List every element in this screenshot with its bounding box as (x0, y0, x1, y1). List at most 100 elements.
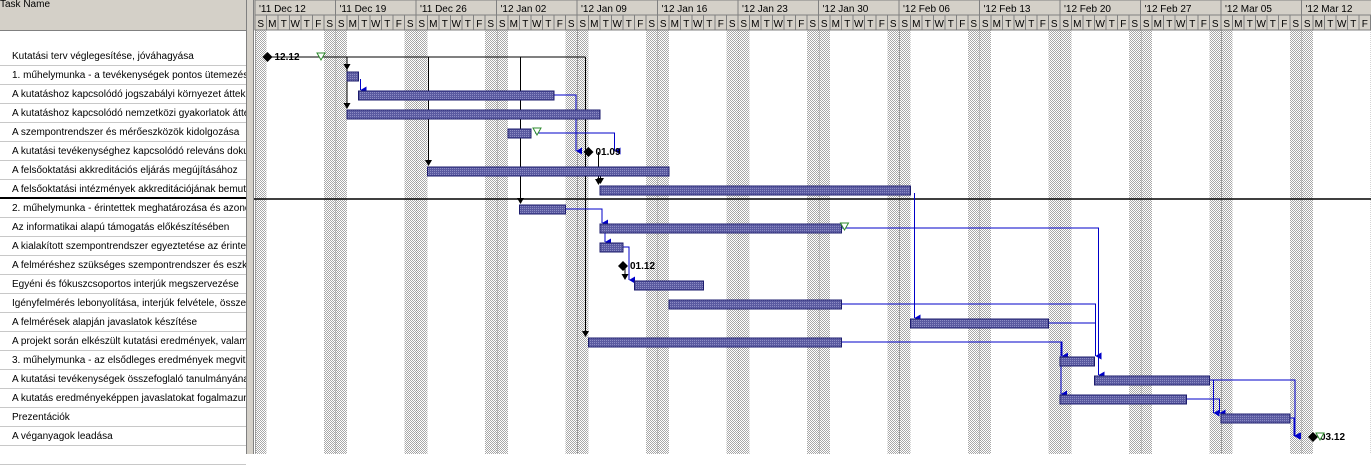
nonworking-day-shading (1221, 30, 1233, 454)
timescale-day-label: W (774, 19, 784, 30)
task-row[interactable]: A kialakított szempontrendszer egyezteté… (0, 238, 246, 256)
task-bar[interactable] (428, 167, 670, 176)
timescale-day-label: F (718, 19, 724, 30)
task-row[interactable]: A projekt során elkészült kutatási eredm… (0, 333, 246, 351)
milestone-label: 12.12 (275, 52, 300, 63)
nonworking-day-shading (1141, 30, 1153, 454)
timescale-day-label: F (879, 19, 885, 30)
timescale-day-label: W (371, 19, 381, 30)
task-row[interactable]: A felméréshez szükséges szempontrendszer… (0, 257, 246, 275)
nonworking-day-shading (1290, 30, 1302, 454)
nonworking-day-shading (1129, 30, 1141, 454)
timescale-day-label: M (349, 19, 357, 30)
task-row[interactable]: A kutatási tevékenységhez kapcsolódó rel… (0, 143, 246, 161)
task-bar[interactable] (589, 338, 842, 347)
task-row[interactable]: Kutatási terv véglegesítése, jóváhagyása (0, 48, 246, 66)
timescale-day-label: F (557, 19, 563, 30)
timescale-day-label: S (982, 19, 989, 30)
timescale-day-label: S (326, 19, 333, 30)
pane-splitter[interactable] (246, 0, 254, 454)
task-bar[interactable] (508, 129, 531, 138)
timescale-day-label: T (522, 19, 528, 30)
dependency-arrowhead (622, 274, 629, 280)
milestone-label: 01.12 (630, 261, 655, 272)
nonworking-day-shading (1302, 30, 1314, 454)
timescale-week-label: '12 Jan 02 (501, 4, 547, 15)
milestone-diamond[interactable] (618, 261, 628, 271)
timescale-day-label: T (948, 19, 954, 30)
nonworking-day-shading (577, 30, 589, 454)
task-row[interactable]: A kutatási tevékenységek összefoglaló ta… (0, 371, 246, 389)
timescale-day-label: W (1257, 19, 1267, 30)
timescale-day-label: S (821, 19, 828, 30)
task-row[interactable]: A kutatáshoz kapcsolódó jogszabályi körn… (0, 86, 246, 104)
timescale-day-label: T (787, 19, 793, 30)
timescale-day-label: F (637, 19, 643, 30)
task-row[interactable]: Az informatikai alapú támogatás előkészí… (0, 219, 246, 237)
task-bar[interactable] (347, 110, 600, 119)
task-row[interactable]: 2. műhelymunka - érintettek meghatározás… (0, 200, 246, 218)
timescale-day-label: M (993, 19, 1001, 30)
timescale-day-label: S (1051, 19, 1058, 30)
task-row[interactable]: A szempontrendszer és mérőeszközök kidol… (0, 124, 246, 142)
timescale-day-label: S (729, 19, 736, 30)
timescale-day-label: S (1223, 19, 1230, 30)
task-bar[interactable] (1060, 357, 1095, 366)
nonworking-day-shading (1060, 30, 1072, 454)
milestone-label: 01.09 (596, 147, 621, 158)
timescale-day-label: T (1189, 19, 1195, 30)
task-bar[interactable] (600, 186, 911, 195)
nonworking-day-shading (658, 30, 670, 454)
timescale-day-label: S (740, 19, 747, 30)
timescale-day-label: M (912, 19, 920, 30)
task-bar[interactable] (1095, 376, 1210, 385)
timescale-day-label: F (1362, 19, 1368, 30)
timescale-day-label: T (465, 19, 471, 30)
task-bar[interactable] (1221, 414, 1290, 423)
timescale-day-label: W (291, 19, 301, 30)
task-bar[interactable] (635, 281, 704, 290)
task-row[interactable]: A felmérések alapján javaslatok készítés… (0, 314, 246, 332)
task-row[interactable]: A kutatáshoz kapcsolódó nemzetközi gyako… (0, 105, 246, 123)
timescale-day-label: T (361, 19, 367, 30)
task-row[interactable]: A kutatás eredményeképpen javaslatokat f… (0, 390, 246, 408)
task-row[interactable]: A felsőoktatási akkreditációs eljárás me… (0, 162, 246, 180)
task-row[interactable]: A véganyagok leadása (0, 428, 246, 446)
task-row[interactable]: Igényfelmérés lebonyolítása, interjúk fe… (0, 295, 246, 313)
task-bar[interactable] (600, 224, 842, 233)
timescale-day-label: S (568, 19, 575, 30)
timescale-day-label: S (499, 19, 506, 30)
task-row[interactable]: A felsőoktatási intézmények akkreditáció… (0, 181, 246, 199)
task-bar[interactable] (359, 91, 555, 100)
empty-row[interactable] (0, 447, 246, 465)
timescale-day-label: T (844, 19, 850, 30)
task-bar[interactable] (911, 319, 1049, 328)
timescale-day-label: S (901, 19, 908, 30)
task-name-column-header[interactable]: Task Name (0, 0, 246, 31)
task-row[interactable]: Prezentációk (0, 409, 246, 427)
timescale-day-label: T (1086, 19, 1092, 30)
timescale-week-label: '12 Feb 06 (903, 4, 950, 15)
task-bar[interactable] (1060, 395, 1187, 404)
timescale-day-label: T (545, 19, 551, 30)
task-bar[interactable] (669, 300, 842, 309)
timescale-week-label: '11 Dec 26 (420, 4, 467, 15)
timescale-day-label: S (1131, 19, 1138, 30)
timescale-day-label: T (1350, 19, 1356, 30)
timescale-day-label: S (660, 19, 667, 30)
task-row[interactable]: 1. műhelymunka - a tevékenységek pontos … (0, 67, 246, 85)
task-bar[interactable] (520, 205, 566, 214)
timescale-day-label: T (925, 19, 931, 30)
timescale-day-label: W (1337, 19, 1347, 30)
dependency-link (842, 342, 1063, 356)
task-bar[interactable] (600, 243, 623, 252)
note-icon[interactable] (533, 128, 541, 135)
task-bar[interactable] (347, 72, 359, 81)
task-row[interactable]: Egyéni és fókuszcsoportos interjúk megsz… (0, 276, 246, 294)
task-row[interactable]: 3. műhelymunka - az elsődleges eredménye… (0, 352, 246, 370)
nonworking-day-shading (324, 30, 336, 454)
task-table: Task Name Kutatási terv véglegesítése, j… (0, 0, 247, 454)
nonworking-day-shading (566, 30, 578, 454)
timescale-day-label: T (603, 19, 609, 30)
